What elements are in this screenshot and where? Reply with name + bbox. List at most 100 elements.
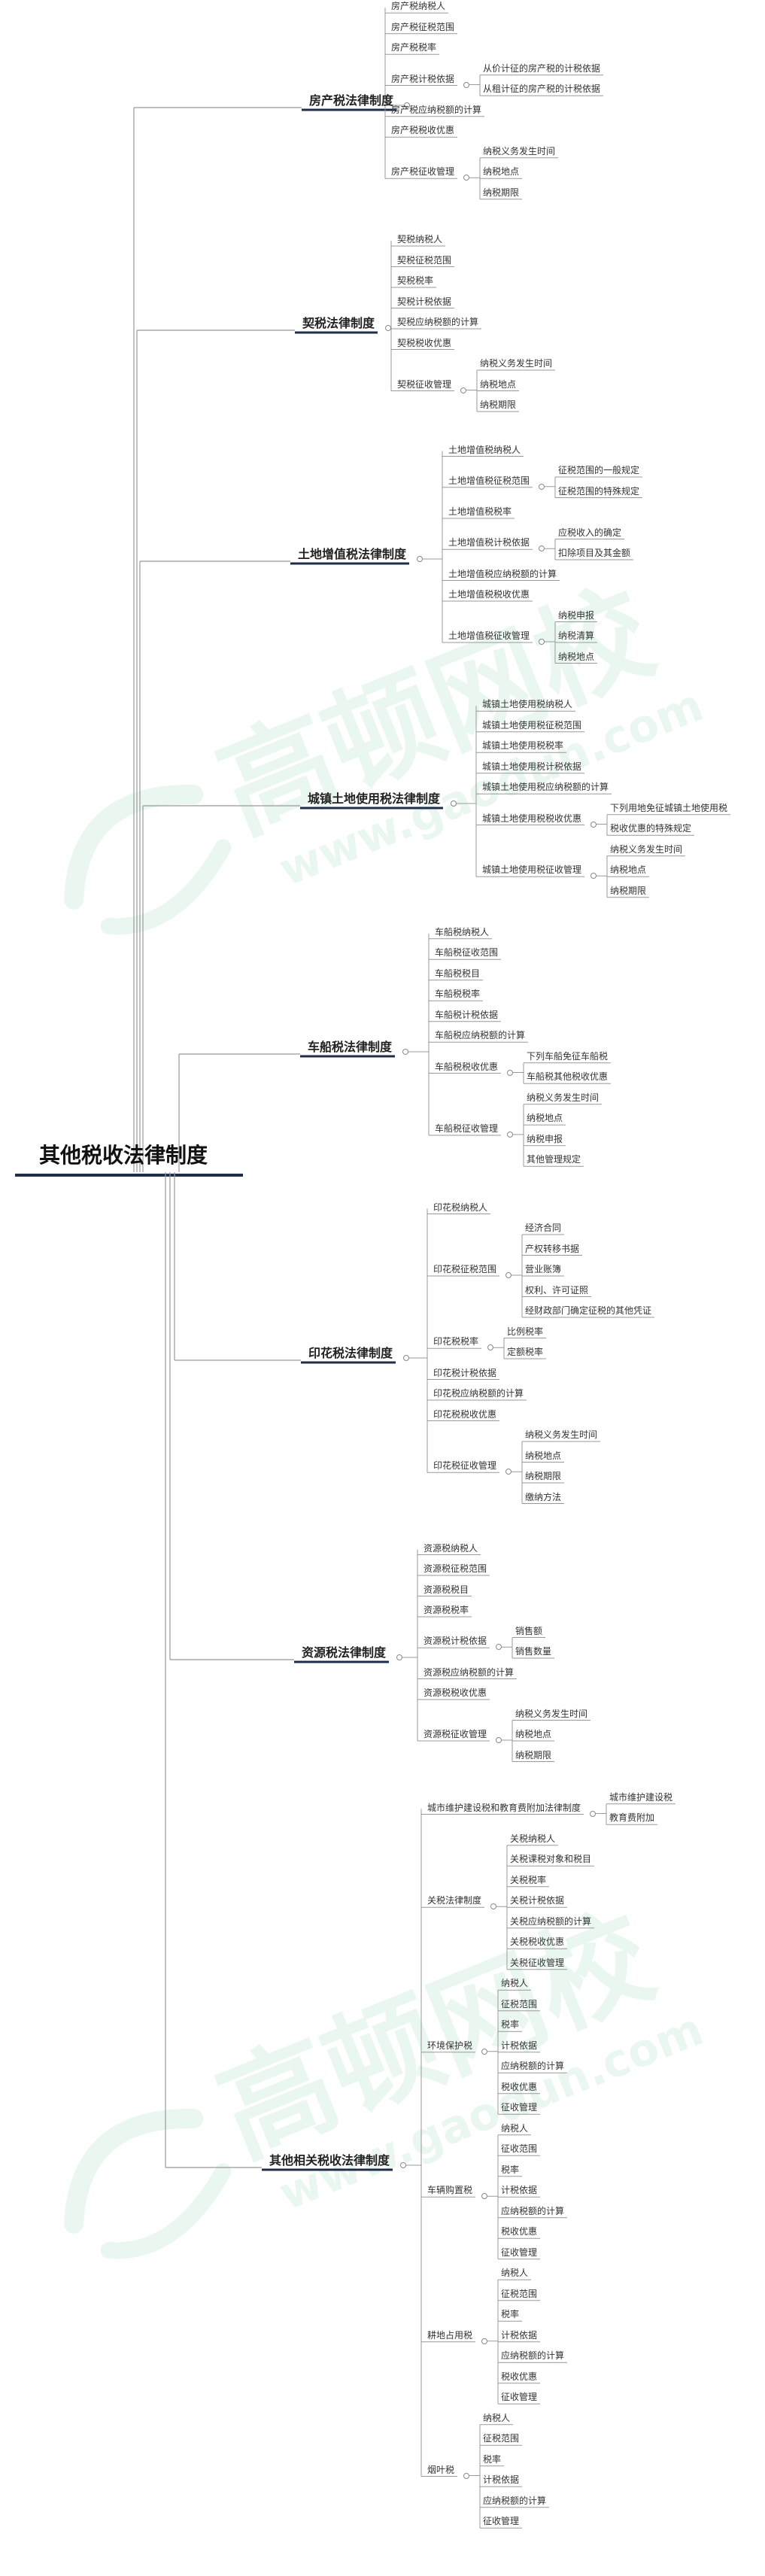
topic-node: 城镇土地使用税纳税人 [482, 699, 573, 710]
subtopic-node: 关税税收优惠 [510, 1937, 565, 1948]
collapse-toggle[interactable] [487, 1344, 493, 1351]
collapse-toggle[interactable] [463, 175, 469, 181]
topic-node: 资源税应纳税额的计算 [423, 1666, 515, 1678]
collapse-toggle[interactable] [590, 873, 597, 879]
subtopic-node: 应纳税额的计算 [501, 2350, 565, 2362]
collapse-toggle[interactable] [496, 1644, 502, 1651]
topic-node: 房产税计税依据 [391, 73, 455, 84]
topic-node: 烟叶税 [427, 2464, 455, 2475]
collapse-toggle[interactable] [507, 1069, 513, 1076]
collapse-toggle[interactable] [481, 2048, 487, 2055]
subtopic-node: 纳税地点 [558, 651, 595, 662]
topic-node: 城镇土地使用税征税范围 [482, 719, 582, 731]
subtopic-node: 比例税率 [507, 1326, 544, 1337]
topic-node: 房产税应纳税额的计算 [391, 104, 482, 115]
subtopic-node: 纳税义务发生时间 [610, 843, 683, 855]
collapse-toggle[interactable] [590, 821, 597, 828]
topic-node: 土地增值税征税范围 [448, 475, 530, 486]
collapse-toggle[interactable] [404, 102, 410, 108]
subtopic-node: 权利、许可证照 [525, 1284, 589, 1296]
topic-node: 印花税税收优惠 [433, 1408, 497, 1420]
collapse-toggle[interactable] [505, 1469, 512, 1475]
topic-node: 土地增值税纳税人 [448, 444, 521, 455]
topic-node: 土地增值税税率 [448, 506, 512, 517]
root-node-title: 其他税收法律制度 [39, 1143, 208, 1168]
subtopic-node: 纳税人 [501, 2268, 529, 2279]
subtopic-node: 纳税清算 [558, 630, 595, 641]
collapse-toggle[interactable] [385, 325, 391, 331]
topic-node: 印花税计税依据 [433, 1367, 497, 1378]
subtopic-node: 纳税义务发生时间 [483, 145, 556, 156]
branch-title: 资源税法律制度 [301, 1645, 386, 1660]
subtopic-node: 征税范围 [483, 2433, 520, 2444]
topic-node: 城镇土地使用税计税依据 [482, 761, 582, 772]
collapse-toggle[interactable] [505, 1272, 512, 1278]
collapse-toggle[interactable] [539, 545, 545, 552]
collapse-toggle[interactable] [400, 2162, 406, 2168]
subtopic-node: 纳税期限 [515, 1749, 552, 1760]
collapse-toggle[interactable] [490, 1903, 496, 1910]
collapse-toggle[interactable] [402, 1049, 408, 1055]
collapse-toggle[interactable] [463, 81, 469, 88]
subtopic-node: 关税纳税人 [510, 1833, 556, 1844]
topic-node: 资源税税目 [423, 1584, 469, 1595]
subtopic-node: 关税计税依据 [510, 1895, 565, 1906]
topic-node: 车船税税目 [435, 968, 481, 979]
topic-node: 车船税应纳税额的计算 [435, 1030, 526, 1041]
subtopic-node: 纳税人 [501, 1978, 529, 1989]
topic-node: 房产税税收优惠 [391, 125, 455, 136]
topic-node: 车船税税率 [435, 989, 481, 1000]
topic-node: 印花税纳税人 [433, 1201, 488, 1213]
subtopic-node: 税率 [501, 2019, 520, 2031]
topic-node: 关税法律制度 [427, 1895, 482, 1906]
collapse-toggle[interactable] [590, 1810, 596, 1817]
topic-node: 土地增值税税收优惠 [448, 589, 530, 600]
subtopic-node: 经财政部门确定征税的其他凭证 [525, 1305, 652, 1316]
branch-title: 城镇土地使用税法律制度 [307, 791, 440, 806]
topic-node: 印花税征收管理 [433, 1460, 497, 1472]
subtopic-node: 计税依据 [483, 2474, 520, 2486]
subtopic-node: 经济合同 [525, 1223, 562, 1233]
topic-node: 城镇土地使用税应纳税额的计算 [482, 782, 609, 793]
collapse-toggle[interactable] [539, 639, 545, 645]
subtopic-node: 关税征收管理 [510, 1957, 565, 1968]
subtopic-node: 纳税申报 [527, 1133, 563, 1144]
subtopic-node: 纳税地点 [610, 864, 647, 876]
collapse-toggle[interactable] [539, 483, 545, 490]
collapse-toggle[interactable] [496, 1737, 502, 1743]
topic-node: 城镇土地使用税税收优惠 [482, 813, 582, 824]
topic-node: 车辆购置税 [427, 2185, 473, 2196]
collapse-toggle[interactable] [481, 2338, 487, 2344]
collapse-toggle[interactable] [463, 2472, 469, 2479]
topic-node: 契税纳税人 [397, 234, 443, 245]
subtopic-node: 征税范围 [501, 1998, 538, 2009]
subtopic-node: 营业账簿 [525, 1264, 562, 1274]
subtopic-node: 征税范围的一般规定 [558, 465, 640, 475]
subtopic-node: 从价计征的房产税的计税依据 [483, 62, 601, 74]
collapse-toggle[interactable] [403, 1355, 409, 1361]
subtopic-node: 教育费附加 [609, 1812, 655, 1824]
subtopic-node: 车船税其他税收优惠 [527, 1071, 609, 1083]
topic-node: 环境保护税 [427, 2040, 473, 2051]
subtopic-node: 征收管理 [483, 2516, 520, 2527]
collapse-toggle[interactable] [451, 800, 457, 807]
collapse-toggle[interactable] [396, 1654, 402, 1660]
collapse-toggle[interactable] [507, 1132, 513, 1138]
collapse-toggle[interactable] [460, 387, 466, 393]
collapse-toggle[interactable] [481, 2193, 487, 2200]
subtopic-node: 定额税率 [507, 1347, 544, 1357]
subtopic-node: 纳税地点 [525, 1450, 562, 1461]
topic-node: 车船税征收管理 [435, 1123, 499, 1134]
topic-node: 城镇土地使用税税率 [482, 740, 564, 752]
subtopic-node: 纳税地点 [515, 1729, 552, 1739]
subtopic-node: 纳税地点 [480, 378, 517, 390]
subtopic-node: 缴纳方法 [525, 1491, 562, 1502]
branch-title: 土地增值税法律制度 [297, 547, 406, 561]
collapse-toggle[interactable] [417, 556, 423, 562]
topic-node: 城镇土地使用税征收管理 [482, 864, 582, 876]
branch-title: 印花税法律制度 [308, 1346, 393, 1360]
subtopic-node: 产权转移书据 [525, 1243, 580, 1254]
topic-node: 印花税征税范围 [433, 1264, 497, 1274]
subtopic-node: 纳税期限 [483, 187, 520, 198]
